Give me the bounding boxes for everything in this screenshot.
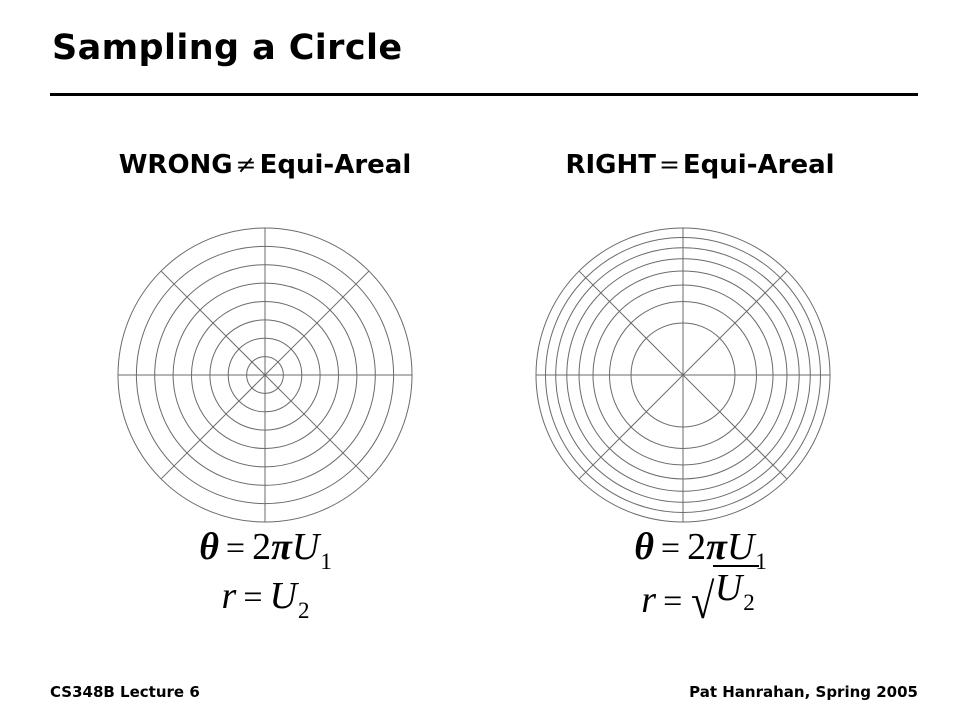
polar-ring bbox=[135, 245, 395, 505]
formula-left-r-var: U bbox=[269, 575, 297, 618]
heading-right: RIGHT=Equi-Areal bbox=[450, 150, 950, 180]
footer-course: CS348B Lecture 6 bbox=[50, 683, 200, 701]
formula-block-right: θ=2πU1 r=√U2 bbox=[448, 528, 952, 633]
heading-right-operator: = bbox=[658, 150, 680, 179]
formula-right-theta-sub: 1 bbox=[755, 549, 767, 575]
polar-ring bbox=[630, 322, 736, 428]
polar-grid-wrong bbox=[105, 215, 425, 535]
formula-right-r-sub: 2 bbox=[743, 590, 755, 616]
polar-grid-right bbox=[523, 215, 843, 535]
formula-left-theta-coef: 2 bbox=[252, 526, 272, 568]
formula-left-theta: θ=2πU1 bbox=[0, 526, 530, 573]
polar-ring bbox=[566, 258, 800, 492]
formula-right-theta-eq: = bbox=[660, 530, 681, 567]
formula-left-theta-pi: π bbox=[271, 526, 292, 568]
polar-ring bbox=[578, 270, 788, 480]
polar-ring bbox=[209, 319, 321, 431]
heading-right-suffix: Equi-Areal bbox=[682, 150, 835, 180]
polar-ring bbox=[117, 227, 413, 523]
footer-author: Pat Hanrahan, Spring 2005 bbox=[689, 683, 918, 701]
polar-ring bbox=[246, 356, 284, 394]
formula-left-r-lhs: r bbox=[221, 575, 237, 618]
polar-ring bbox=[609, 301, 757, 449]
formula-right-r-radicand: U2 bbox=[712, 565, 759, 614]
formula-right-r-eq: = bbox=[663, 583, 683, 621]
formula-right-theta-coef: 2 bbox=[687, 526, 707, 568]
formula-right-r-sqrt: √U2 bbox=[689, 565, 759, 630]
polar-ring bbox=[154, 264, 376, 486]
heading-left-suffix: Equi-Areal bbox=[259, 150, 412, 180]
formula-right-r-var: U bbox=[714, 567, 743, 610]
page-title: Sampling a Circle bbox=[52, 28, 403, 68]
formula-right-r: r=√U2 bbox=[448, 565, 952, 630]
formula-left-theta-var: U bbox=[291, 526, 320, 568]
formula-left-theta-eq: = bbox=[225, 530, 246, 567]
polar-ring bbox=[535, 227, 831, 523]
formula-left-r: r=U2 bbox=[0, 575, 530, 622]
polar-ring bbox=[592, 284, 774, 466]
heading-right-prefix: RIGHT bbox=[565, 150, 656, 180]
polar-spoke bbox=[578, 270, 788, 480]
formula-block-left: θ=2πU1 r=U2 bbox=[0, 528, 530, 626]
heading-left: WRONG≠Equi-Areal bbox=[0, 150, 530, 180]
polar-ring bbox=[227, 337, 303, 413]
polar-ring bbox=[545, 237, 821, 513]
formula-right-theta-pi: π bbox=[706, 526, 727, 568]
heading-left-prefix: WRONG bbox=[118, 150, 233, 180]
formula-right-theta: θ=2πU1 bbox=[448, 526, 952, 573]
radical-icon: √ bbox=[691, 573, 715, 630]
formula-left-r-sub: 2 bbox=[297, 598, 310, 624]
title-divider bbox=[50, 93, 918, 96]
formula-right-theta-var: U bbox=[726, 526, 755, 568]
formula-left-theta-sub: 1 bbox=[320, 549, 332, 575]
formula-left-theta-lhs: θ bbox=[199, 526, 219, 568]
formula-right-r-lhs: r bbox=[641, 579, 657, 622]
heading-left-operator: ≠ bbox=[235, 150, 257, 179]
polar-ring bbox=[172, 282, 358, 468]
polar-ring bbox=[191, 301, 339, 449]
formula-right-theta-lhs: θ bbox=[634, 526, 654, 568]
formula-left-r-eq: = bbox=[243, 579, 263, 617]
polar-ring bbox=[555, 247, 811, 503]
polar-spoke bbox=[160, 270, 370, 480]
